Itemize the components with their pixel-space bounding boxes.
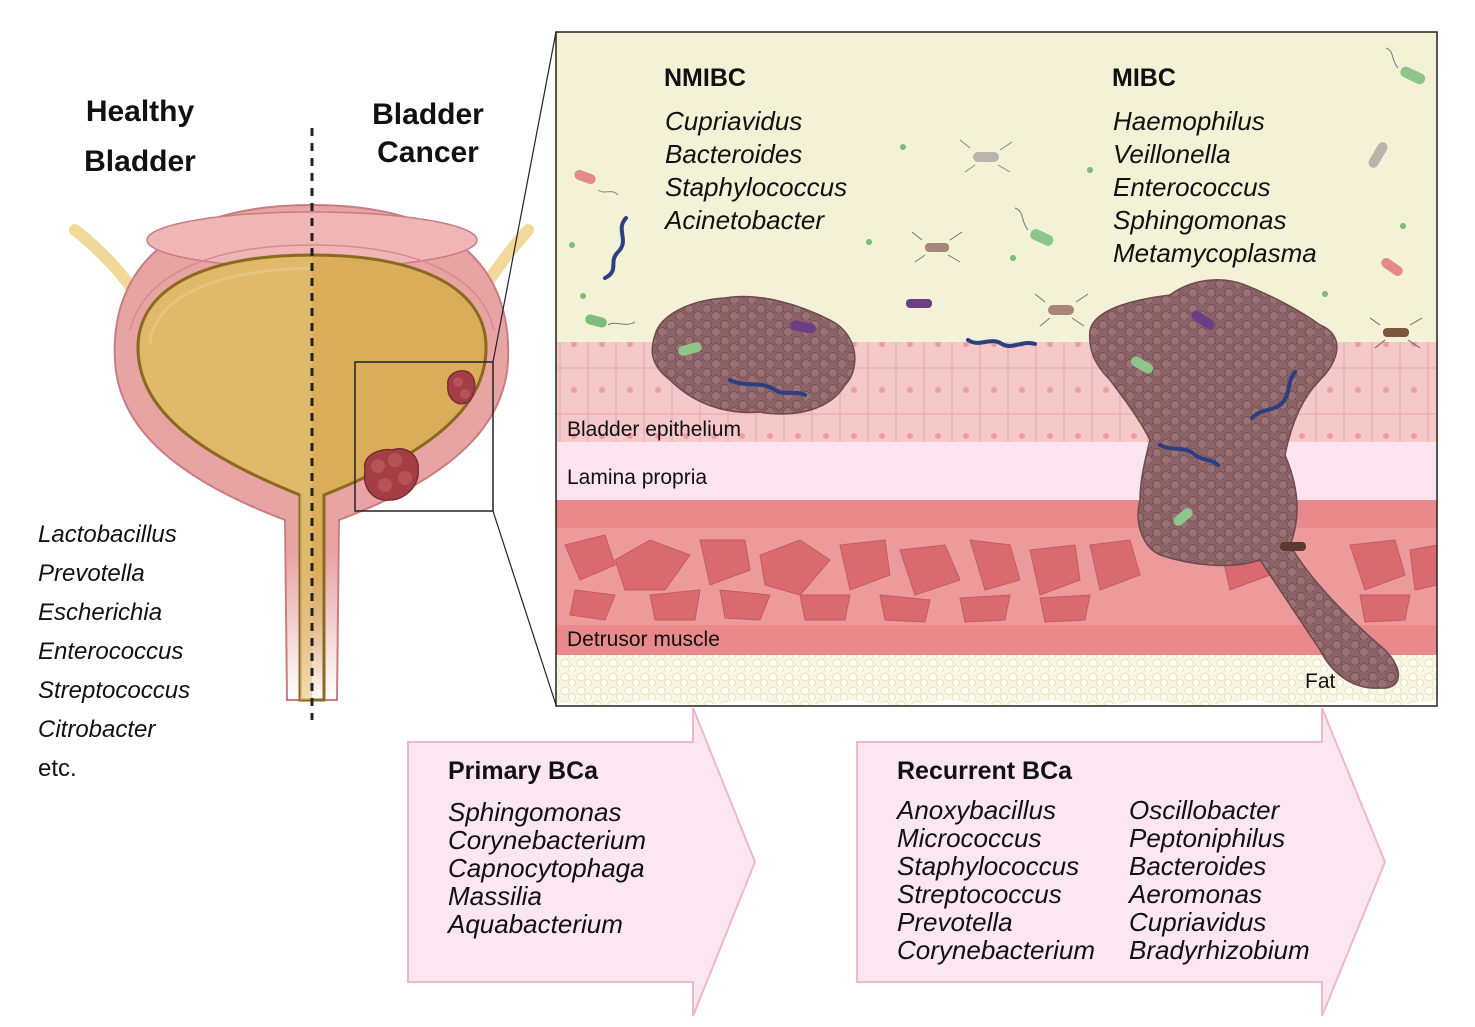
nmibc-genus: Acinetobacter (665, 205, 824, 235)
recurrent-genera-col1: Anoxybacillus Micrococcus Staphylococcus… (897, 796, 1095, 964)
primary-genus: Aquabacterium (448, 909, 623, 939)
recurrent-genus: Aeromonas (1129, 879, 1262, 909)
healthy-genus: Escherichia (38, 599, 163, 626)
recurrent-genus: Bradyrhizobium (1129, 935, 1310, 965)
healthy-half-tint (139, 257, 312, 700)
cancer-title: Bladder Cancer (348, 95, 508, 173)
mibc-genus: Metamycoplasma (1113, 238, 1317, 268)
bladder-tumor-small (447, 370, 476, 405)
mibc-genus: Veillonella (1113, 139, 1231, 169)
cancer-title-line1: Bladder (372, 98, 484, 131)
recurrent-genus: Streptococcus (897, 879, 1062, 909)
mibc-genus: Enterococcus (1113, 172, 1271, 202)
lamina-propria-label: Lamina propria (567, 466, 708, 489)
zoom-line-top (492, 31, 557, 363)
recurrent-bca-title: Recurrent BCa (897, 757, 1073, 785)
healthy-title: Healthy Bladder (60, 92, 220, 182)
detrusor-muscle-label: Detrusor muscle (567, 628, 720, 651)
healthy-title-line2: Bladder (84, 145, 196, 178)
healthy-genus: Streptococcus (38, 677, 191, 704)
healthy-title-line1: Healthy (85, 95, 195, 128)
recurrent-genus: Prevotella (897, 907, 1013, 937)
healthy-genus: Enterococcus (38, 638, 184, 665)
mibc-tumor (1088, 279, 1400, 689)
nmibc-title: NMIBC (664, 64, 746, 92)
primary-arrow (407, 707, 757, 1017)
healthy-genus: Prevotella (38, 560, 145, 587)
primary-genus: Corynebacterium (448, 825, 646, 855)
healthy-genus: Citrobacter (38, 716, 156, 743)
nmibc-genus: Cupriavidus (665, 106, 803, 136)
healthy-genera-list: Lactobacillus Prevotella Escherichia Ent… (38, 515, 190, 788)
primary-bca-title: Primary BCa (448, 757, 599, 785)
zoom-box (354, 361, 494, 512)
mibc-genera-list: Haemophilus Veillonella Enterococcus Sph… (1113, 105, 1317, 270)
epithelium-label: Bladder epithelium (567, 418, 741, 441)
primary-genus: Capnocytophaga (448, 853, 645, 883)
healthy-etc: etc. (38, 755, 77, 782)
nmibc-genera-list: Cupriavidus Bacteroides Staphylococcus A… (665, 105, 847, 237)
recurrent-genus: Micrococcus (897, 823, 1042, 853)
zoom-line-bottom (492, 510, 557, 706)
mibc-genus: Haemophilus (1113, 106, 1265, 136)
recurrent-genus: Cupriavidus (1129, 907, 1267, 937)
recurrent-genus: Peptoniphilus (1129, 823, 1286, 853)
primary-genus: Sphingomonas (448, 797, 622, 827)
bladder-tumor-large (363, 448, 419, 501)
nmibc-genus: Staphylococcus (665, 172, 848, 202)
recurrent-genus: Anoxybacillus (897, 795, 1056, 825)
mibc-genus: Sphingomonas (1113, 205, 1287, 235)
recurrent-genus: Oscillobacter (1129, 795, 1280, 825)
bacteria-group (569, 47, 1426, 551)
primary-genus: Massilia (448, 881, 542, 911)
mibc-title: MIBC (1112, 64, 1176, 92)
recurrent-genus: Staphylococcus (897, 851, 1080, 881)
recurrent-genera-col2: Oscillobacter Peptoniphilus Bacteroides … (1129, 796, 1310, 964)
recurrent-arrow (856, 707, 1387, 1017)
recurrent-genus: Corynebacterium (897, 935, 1095, 965)
nmibc-genus: Bacteroides (665, 139, 803, 169)
cancer-title-line2: Cancer (377, 136, 479, 169)
recurrent-genus: Bacteroides (1129, 851, 1267, 881)
healthy-genus: Lactobacillus (38, 521, 177, 548)
primary-genera-list: Sphingomonas Corynebacterium Capnocytoph… (448, 798, 646, 938)
fat-label: Fat (1305, 670, 1336, 693)
